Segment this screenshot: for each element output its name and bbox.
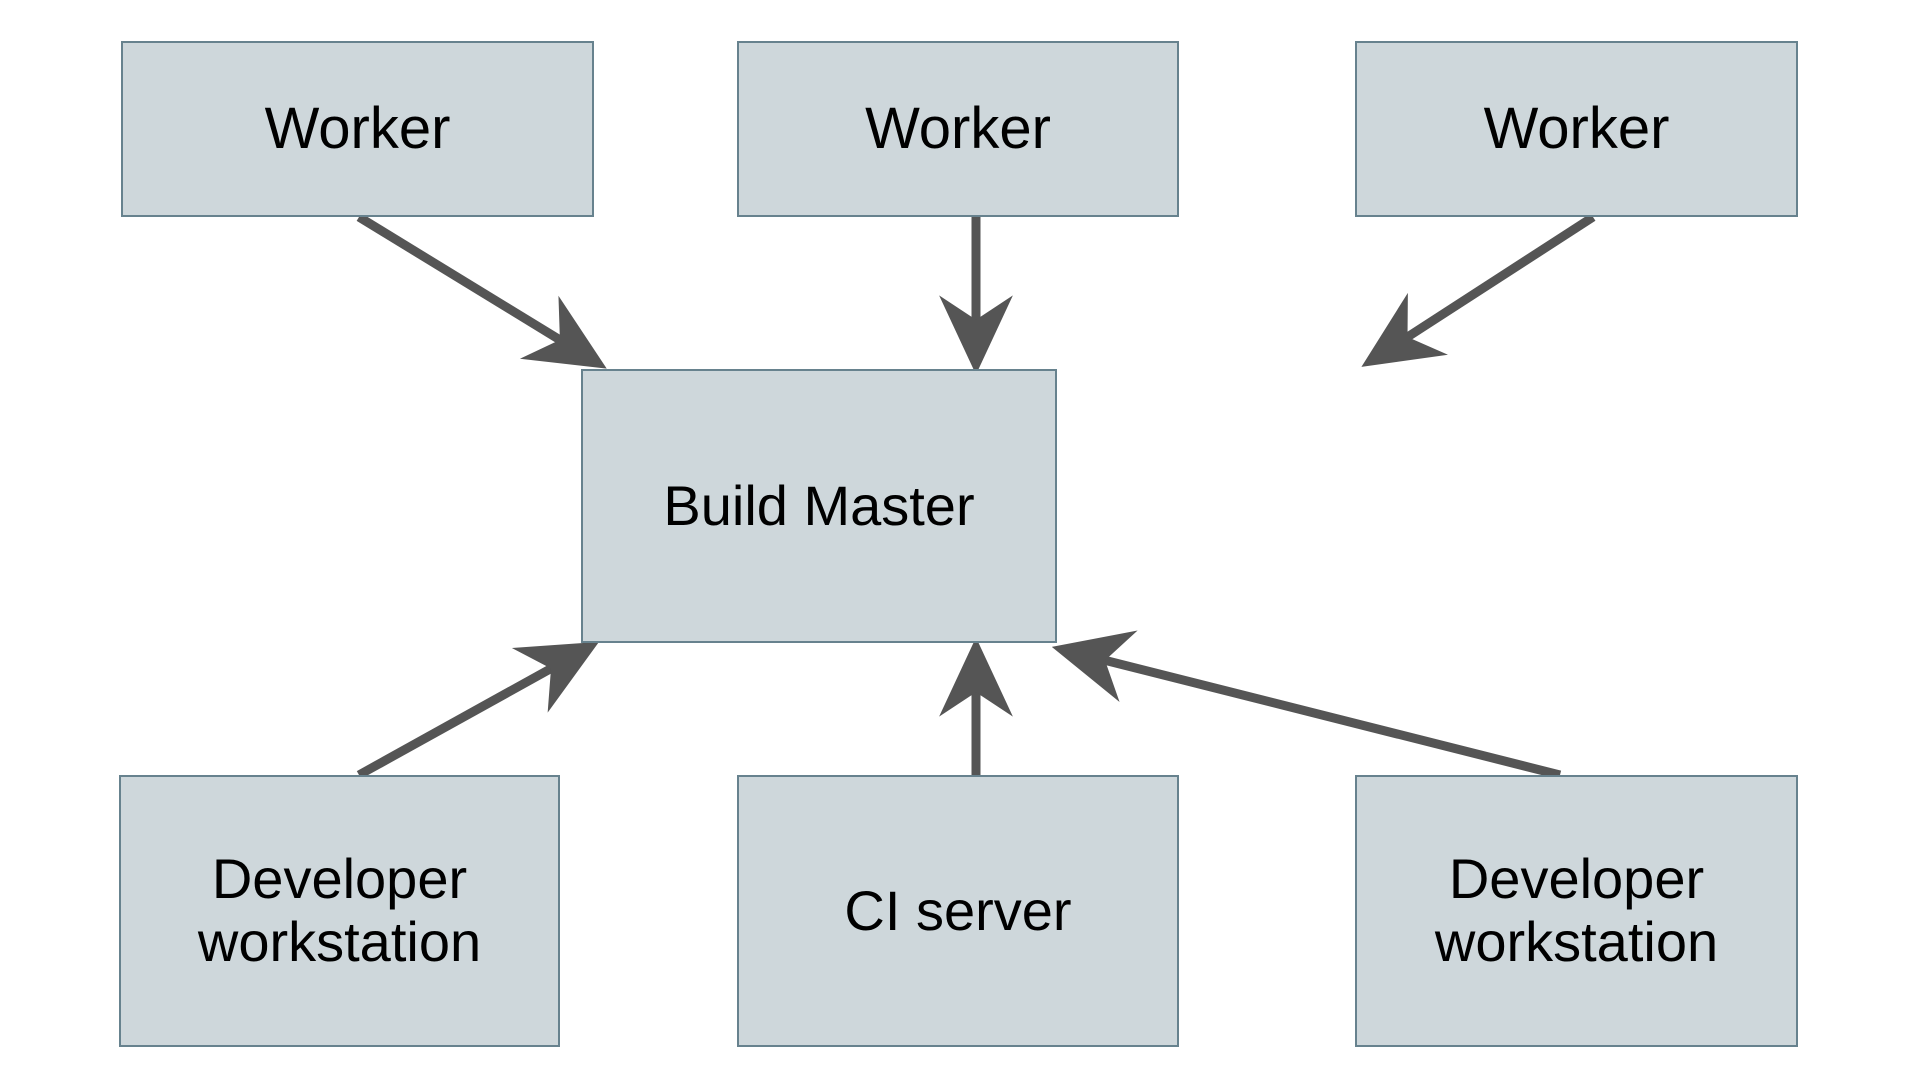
node-worker-2[interactable]: Worker — [737, 41, 1179, 217]
node-build-master[interactable]: Build Master — [581, 369, 1057, 643]
node-ci-server[interactable]: CI server — [737, 775, 1179, 1047]
edge-worker-1-to-build-master — [356, 213, 607, 369]
edge-worker-3-to-build-master — [1361, 213, 1596, 367]
edge-dev-workstation-right-to-build-master — [1051, 630, 1562, 780]
node-worker-2-label: Worker — [865, 95, 1051, 161]
node-worker-3-label: Worker — [1483, 95, 1670, 161]
node-ci-server-label: CI server — [844, 878, 1072, 942]
node-developer-workstation-right[interactable]: Developer workstation — [1355, 775, 1798, 1047]
edge-dev-workstation-left-to-build-master — [356, 641, 600, 779]
node-worker-1-label: Worker — [264, 95, 451, 161]
node-developer-workstation-right-label: Developer workstation — [1434, 847, 1719, 973]
node-worker-1[interactable]: Worker — [121, 41, 594, 217]
node-developer-workstation-left-label: Developer workstation — [197, 847, 482, 973]
node-worker-3[interactable]: Worker — [1355, 41, 1798, 217]
node-build-master-label: Build Master — [663, 473, 975, 537]
node-developer-workstation-left[interactable]: Developer workstation — [119, 775, 560, 1047]
